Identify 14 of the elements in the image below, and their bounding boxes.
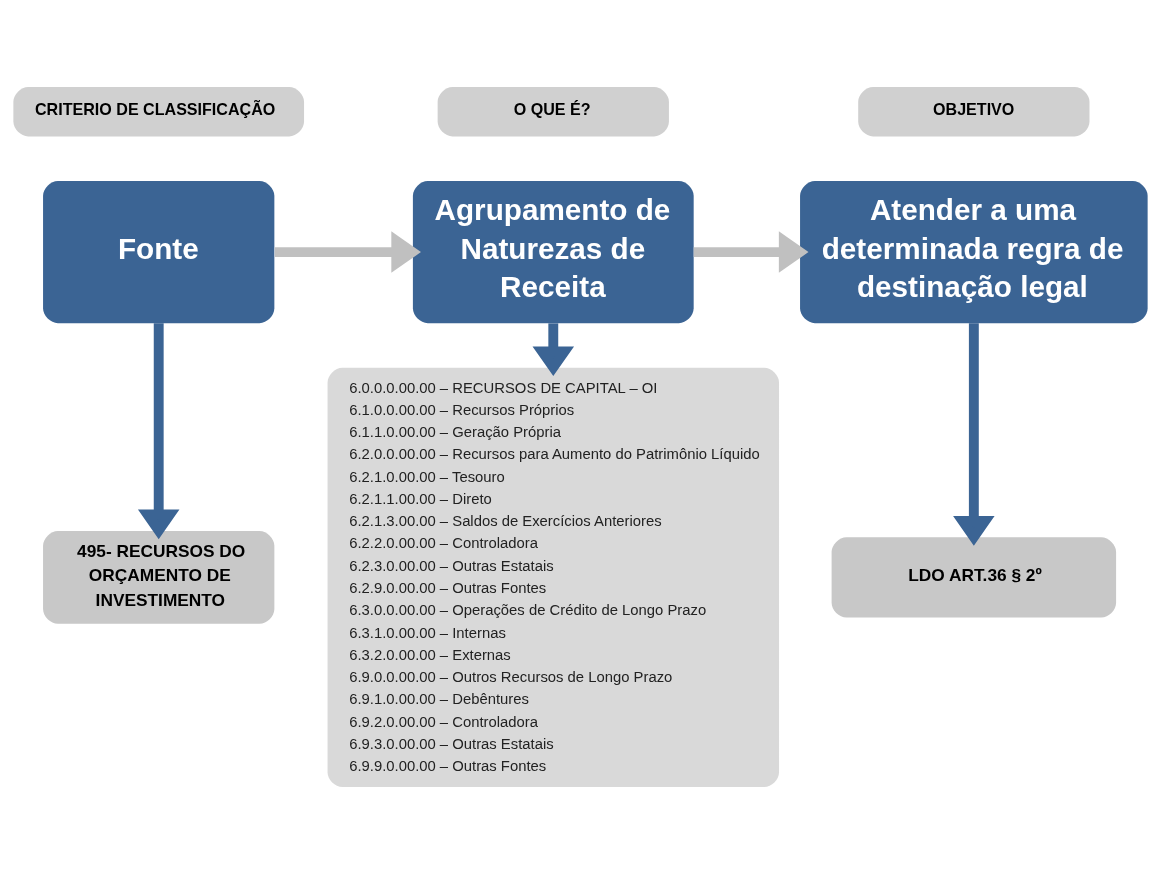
arrow (693, 231, 809, 273)
node-box: Fonte (43, 180, 275, 324)
node-box: Atender a uma determinada regra de destinação legal (800, 180, 1148, 324)
arrow (274, 231, 421, 273)
arrow (953, 323, 995, 546)
node-box: CRITERIO DE CLASSIFICAÇÃO (13, 86, 305, 137)
node-box: O QUE É? (437, 86, 669, 137)
node-box: 6.0.0.0.00.00 – RECURSOS DE CAPITAL – OI 6.1.0.0.00.00 – Recursos Próprios 6.1.1.0.00.00 – Geração Própria 6.2.0.0.00.00 – Recursos para Aumento do Patrimônio Líquido 6.2.1.0.00.00 – Tesouro 6.2.1.1.00.00 – Direto 6.2.1.3.00.00 – Saldos de Exercícios Anteriores 6.2.2.0.00.00 – Controladora 6.2.3.0.00.00 – Outras Estatais 6.2.9.0.00.00 – Outras Fontes 6.3.0.0.00.00 – Operações de Crédito de Longo Prazo 6.3.1.0.00.00 – Internas 6.3.2.0.00.00 – Externas 6.9.0.0.00.00 – Outros Recursos de Longo Prazo 6.9.1.0.00.00 – Debêntures 6.9.2.0.00.00 – Controladora 6.9.3.0.00.00 – Outras Estatais 6.9.9.0.00.00 – Outras Fontes (327, 367, 780, 788)
node-box: Agrupamento de Naturezas de Receita (412, 180, 694, 324)
node-box: 495- RECURSOS DO ORÇAMENTO DE INVESTIMENTO (43, 531, 275, 624)
node-box: OBJETIVO (858, 86, 1090, 137)
arrow (532, 323, 575, 377)
arrow (137, 323, 180, 540)
node-box: LDO ART.36 § 2º (831, 537, 1117, 618)
